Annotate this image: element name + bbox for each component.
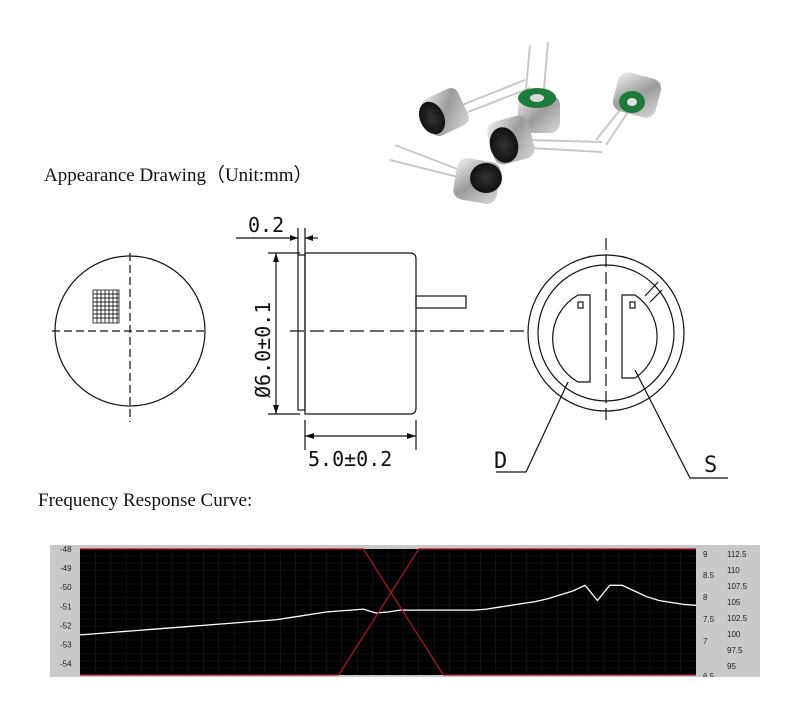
chart-series <box>79 548 697 676</box>
pad-label-d: D <box>494 449 507 474</box>
side-view-pin <box>415 295 467 309</box>
chart-grid <box>80 549 696 675</box>
left-tick-label: -50 <box>60 583 72 592</box>
side-view <box>236 228 530 450</box>
dim-label-length: 5.0±0.2 <box>308 447 392 471</box>
pad-d <box>552 294 591 383</box>
leader-d <box>496 381 569 473</box>
mic-capsule-4 <box>487 115 535 165</box>
right-outer-tick-label: 112.5 <box>727 550 747 559</box>
right-outer-tick-label: 102.5 <box>727 614 748 623</box>
pad-label-s: S <box>704 453 717 478</box>
mic-capsule-5 <box>453 158 502 204</box>
left-axis: -48 -49 -50 -51 -52 -53 -54 <box>60 545 72 669</box>
right-outer-tick-label: 110 <box>727 566 740 575</box>
right-outer-tick-label: 97.5 <box>727 646 743 655</box>
left-tick-label: -52 <box>60 621 72 630</box>
limit-curve-2 <box>80 548 696 676</box>
right-inner-tick-label: 7.5 <box>703 615 715 624</box>
dimension-arrows <box>273 235 416 439</box>
frequency-heading: Frequency Response Curve: <box>38 490 253 511</box>
left-tick-label: -49 <box>60 564 72 573</box>
mic-capsule-1 <box>418 88 469 136</box>
right-inner-tick-label: 8 <box>703 593 708 602</box>
left-tick-label: -53 <box>60 640 72 649</box>
response-curve <box>79 584 697 636</box>
dim-label-flange: 0.2 <box>248 213 284 237</box>
front-view-port-hatch <box>92 289 120 324</box>
left-tick-label: -51 <box>60 602 72 611</box>
right-outer-tick-label: 100 <box>727 630 741 639</box>
left-tick-label: -48 <box>60 545 72 554</box>
leader-s <box>634 369 728 479</box>
side-view-flange <box>297 254 306 411</box>
rear-view <box>496 238 728 479</box>
appearance-drawing: 0.2 Ø6.0±0.1 5.0±0.2 D S <box>52 213 728 479</box>
right-inner-tick-label: 7 <box>703 637 708 646</box>
right-inner-tick-label: 9 <box>703 550 708 559</box>
product-photo <box>389 41 662 204</box>
right-outer-tick-label: 95 <box>727 662 736 671</box>
front-view <box>52 253 208 422</box>
pad-s <box>621 294 658 379</box>
frequency-response-chart: -48 -49 -50 -51 -52 -53 -54 9 8.5 8 7.5 7 6.5 112.5… <box>50 545 760 677</box>
limit-curve-1 <box>80 548 696 676</box>
right-outer-tick-label: 107.5 <box>727 582 748 591</box>
mic-capsule-3 <box>612 72 662 118</box>
mic-capsule-2 <box>518 88 560 133</box>
left-tick-label: -54 <box>60 660 72 669</box>
right-outer-tick-label: 105 <box>727 598 741 607</box>
right-axis-inner: 9 8.5 8 7.5 7 6.5 <box>703 550 715 677</box>
right-axis-outer: 112.5 110 107.5 105 102.5 100 97.5 95 <box>727 550 748 671</box>
dim-label-diameter: Ø6.0±0.1 <box>251 302 275 398</box>
right-inner-tick-label: 8.5 <box>703 571 715 580</box>
right-inner-tick-label: 6.5 <box>703 672 715 677</box>
appearance-heading: Appearance Drawing（Unit:mm） <box>44 165 313 186</box>
side-view-body <box>304 252 417 415</box>
